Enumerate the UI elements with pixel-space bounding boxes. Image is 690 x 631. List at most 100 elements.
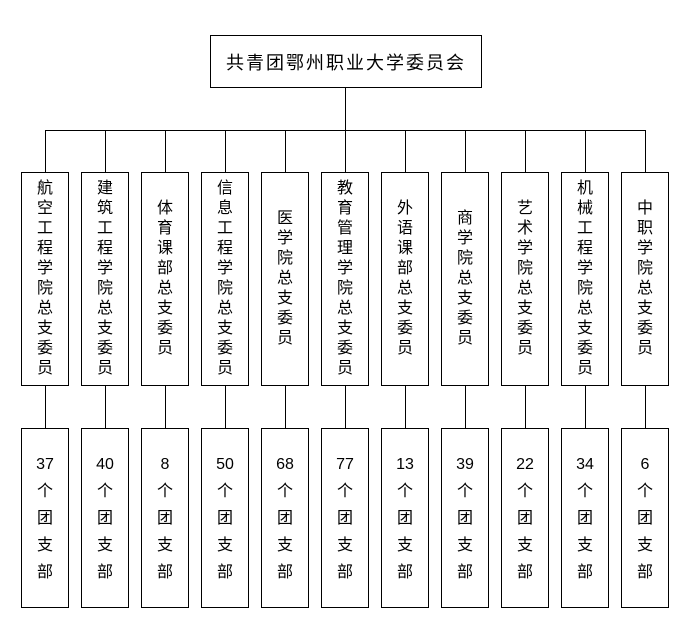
glyph-line: 学 xyxy=(636,240,653,257)
glyph-line: 学 xyxy=(336,260,353,277)
glyph-line: 支 xyxy=(516,300,533,317)
glyph-line: 个 xyxy=(516,482,533,500)
glyph-line: 支 xyxy=(636,536,653,554)
connector-bus-to-unit xyxy=(45,130,46,172)
unit-title: 外语课部总支委员 xyxy=(397,199,413,359)
connector-unit-to-branch xyxy=(285,386,286,428)
glyph-line: 总 xyxy=(576,300,593,317)
connector-unit-to-branch xyxy=(165,386,166,428)
unit-title: 商学院总支委员 xyxy=(457,209,473,349)
glyph-line: 委 xyxy=(156,320,173,337)
glyph-line: 支 xyxy=(276,290,293,307)
glyph-line: 委 xyxy=(456,310,473,327)
glyph-line: 委 xyxy=(636,320,653,337)
connector-unit-to-branch xyxy=(525,386,526,428)
glyph-line: 学 xyxy=(516,240,533,257)
glyph-line: 空 xyxy=(36,200,53,217)
glyph-line: 支 xyxy=(456,290,473,307)
branch-count: 13 xyxy=(396,455,414,473)
glyph-line: 部 xyxy=(636,563,653,581)
glyph-line: 支 xyxy=(336,536,353,554)
glyph-line: 总 xyxy=(636,280,653,297)
glyph-line: 个 xyxy=(636,482,653,500)
glyph-line: 机 xyxy=(576,180,593,197)
connector-unit-to-branch xyxy=(465,386,466,428)
unit-box: 艺术学院总支委员 xyxy=(501,172,549,386)
connector-bus-to-unit xyxy=(645,130,646,172)
glyph-line: 院 xyxy=(576,280,593,297)
glyph-line: 支 xyxy=(576,536,593,554)
connector-bus-to-unit xyxy=(165,130,166,172)
glyph-line: 部 xyxy=(216,563,233,581)
glyph-line: 程 xyxy=(576,240,593,257)
connector-bus-to-unit xyxy=(585,130,586,172)
glyph-line: 理 xyxy=(336,240,353,257)
glyph-line: 航 xyxy=(36,180,53,197)
glyph-line: 外 xyxy=(396,200,413,217)
glyph-line: 员 xyxy=(576,360,593,377)
glyph-line: 学 xyxy=(456,230,473,247)
glyph-line: 员 xyxy=(456,330,473,347)
glyph-line: 职 xyxy=(636,220,653,237)
glyph-line: 团 xyxy=(636,509,653,527)
connector-unit-to-branch xyxy=(345,386,346,428)
unit-box: 商学院总支委员 xyxy=(441,172,489,386)
glyph-line: 部 xyxy=(156,563,173,581)
glyph-line: 支 xyxy=(516,536,533,554)
glyph-line: 个 xyxy=(396,482,413,500)
unit-title: 教育管理学院总支委员 xyxy=(337,179,353,379)
glyph-line: 管 xyxy=(336,220,353,237)
glyph-line: 员 xyxy=(336,360,353,377)
glyph-line: 院 xyxy=(636,260,653,277)
glyph-line: 院 xyxy=(96,280,113,297)
glyph-line: 委 xyxy=(96,340,113,357)
connector-bus-to-unit xyxy=(105,130,106,172)
unit-box: 医学院总支委员 xyxy=(261,172,309,386)
unit-title: 机械工程学院总支委员 xyxy=(577,179,593,379)
glyph-line: 院 xyxy=(516,260,533,277)
unit-title: 中职学院总支委员 xyxy=(637,199,653,359)
glyph-line: 学 xyxy=(96,260,113,277)
glyph-line: 总 xyxy=(216,300,233,317)
glyph-line: 课 xyxy=(396,240,413,257)
glyph-line: 息 xyxy=(216,200,233,217)
glyph-line: 院 xyxy=(336,280,353,297)
glyph-line: 总 xyxy=(516,280,533,297)
glyph-line: 员 xyxy=(96,360,113,377)
glyph-line: 术 xyxy=(516,220,533,237)
glyph-line: 支 xyxy=(96,320,113,337)
glyph-line: 委 xyxy=(516,320,533,337)
unit-box: 机械工程学院总支委员 xyxy=(561,172,609,386)
glyph-line: 委 xyxy=(576,340,593,357)
glyph-line: 个 xyxy=(216,482,233,500)
glyph-line: 工 xyxy=(36,220,53,237)
glyph-line: 支 xyxy=(36,320,53,337)
unit-title: 医学院总支委员 xyxy=(277,209,293,349)
glyph-line: 团 xyxy=(156,509,173,527)
glyph-line: 员 xyxy=(36,360,53,377)
glyph-line: 委 xyxy=(336,340,353,357)
branch-count: 50 xyxy=(216,455,234,473)
glyph-line: 课 xyxy=(156,240,173,257)
root-box: 共青团鄂州职业大学委员会 xyxy=(210,35,482,88)
glyph-line: 团 xyxy=(36,509,53,527)
connector-unit-to-branch xyxy=(105,386,106,428)
glyph-line: 总 xyxy=(96,300,113,317)
glyph-line: 商 xyxy=(456,210,473,227)
glyph-line: 程 xyxy=(96,240,113,257)
glyph-line: 支 xyxy=(276,536,293,554)
unit-box: 体育课部总支委员 xyxy=(141,172,189,386)
glyph-line: 个 xyxy=(156,482,173,500)
glyph-line: 支 xyxy=(396,536,413,554)
connector-bus-to-unit xyxy=(405,130,406,172)
